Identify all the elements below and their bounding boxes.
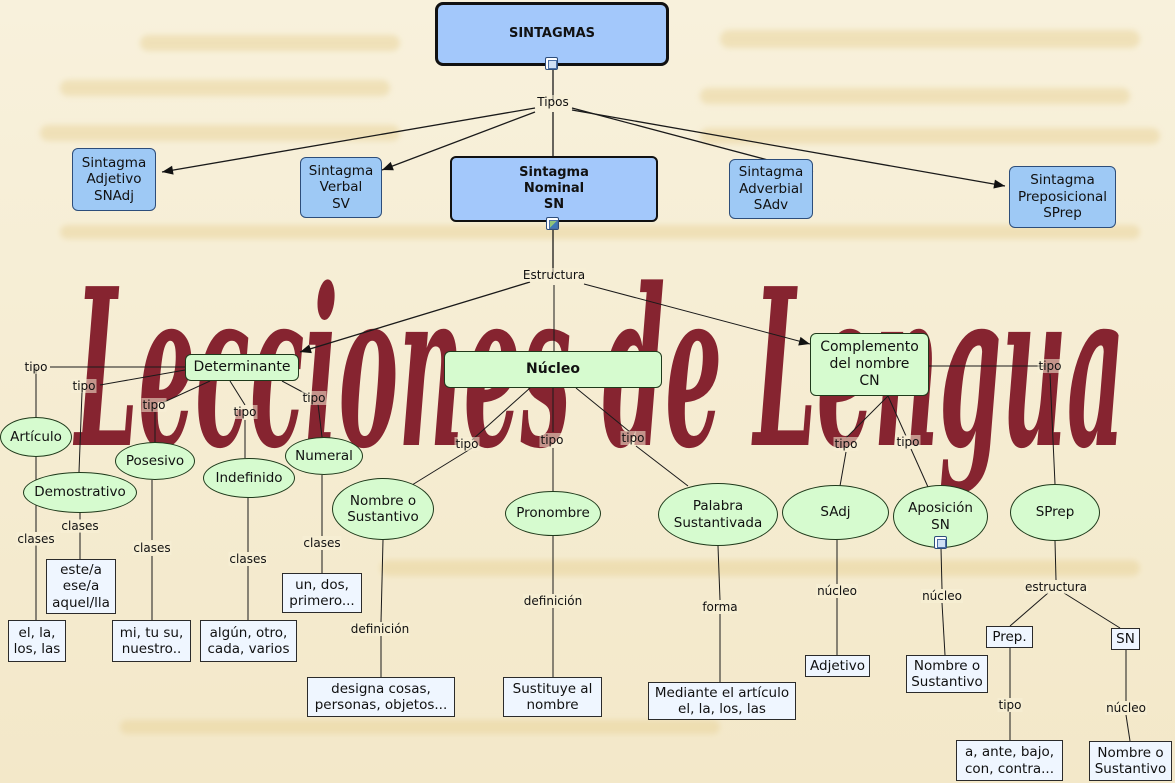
connector-line — [635, 445, 689, 487]
connector-line — [583, 283, 811, 345]
link-label: Tipos — [536, 95, 570, 109]
node-nombre[interactable]: Nombre o Sustantivo — [332, 478, 434, 540]
connector-line — [471, 387, 531, 441]
link-label: tipo — [539, 433, 565, 447]
node-prep[interactable]: Prep. — [986, 626, 1033, 648]
link-label: definición — [522, 594, 584, 608]
sn-resource-icon[interactable] — [546, 217, 559, 230]
node-demostrativo[interactable]: Demostrativo — [23, 472, 137, 513]
connector-line — [887, 395, 907, 437]
arrowhead — [993, 179, 1005, 189]
node-designa[interactable]: designa cosas, personas, objetos... — [307, 677, 455, 717]
link-label: tipo — [895, 435, 921, 449]
link-label: núcleo — [921, 589, 963, 603]
node-nombre3[interactable]: Nombre o Sustantivo — [1089, 741, 1172, 781]
node-sn2[interactable]: SN — [1111, 628, 1140, 650]
node-sv[interactable]: Sintagma Verbal SV — [300, 157, 382, 218]
link-label: tipo — [232, 405, 258, 419]
link-label: clases — [302, 536, 342, 550]
connector-line — [1063, 592, 1121, 629]
link-label: forma — [701, 600, 739, 614]
link-label: clases — [228, 552, 268, 566]
connector-line — [299, 281, 531, 353]
connector-line — [941, 602, 946, 656]
sintagmas-resource-icon[interactable] — [545, 57, 558, 70]
arrowhead — [798, 336, 810, 346]
node-palabra[interactable]: Palabra Sustantivada — [658, 483, 778, 546]
connector-line — [717, 545, 721, 601]
connector-line — [99, 369, 186, 386]
connector-line — [571, 109, 1006, 187]
arrowhead — [162, 165, 174, 175]
node-nombre2[interactable]: Nombre o Sustantivo — [906, 655, 988, 693]
node-este[interactable]: este/a ese/a aquel/lla — [46, 559, 116, 614]
node-determinante[interactable]: Determinante — [185, 354, 299, 381]
link-label: tipo — [71, 379, 97, 393]
link-label: tipo — [141, 398, 167, 412]
aposicion-resource-icon[interactable] — [934, 536, 947, 549]
link-label: tipo — [833, 437, 859, 451]
arrowhead — [382, 161, 394, 171]
connector-line — [317, 403, 323, 438]
connector-line — [940, 547, 943, 590]
node-adjetivo[interactable]: Adjetivo — [805, 655, 870, 677]
connector-line — [839, 451, 847, 487]
node-articulo[interactable]: Artículo — [0, 417, 72, 457]
connector-line — [1125, 714, 1131, 742]
connector-line — [910, 448, 929, 488]
link-label: tipo — [1037, 359, 1063, 373]
connector-line — [161, 107, 536, 173]
connector-line — [229, 380, 246, 406]
link-label: núcleo — [816, 584, 858, 598]
link-label: Estructura — [521, 268, 587, 282]
node-mi[interactable]: mi, tu su, nuestro.. — [112, 620, 191, 662]
link-label: clases — [16, 532, 56, 546]
link-label: definición — [349, 622, 411, 636]
arrowhead — [300, 344, 312, 354]
link-label: tipo — [997, 698, 1023, 712]
node-el[interactable]: el, la, los, las — [8, 620, 66, 662]
connector-line — [381, 111, 536, 171]
link-label: estructura — [1023, 580, 1089, 594]
node-sadj[interactable]: SAdj — [782, 485, 889, 540]
connector-line — [78, 391, 83, 473]
node-cn[interactable]: Complemento del nombre CN — [810, 333, 929, 396]
connector-line — [380, 539, 384, 623]
connector-line — [161, 380, 211, 404]
link-label: clases — [60, 519, 100, 533]
link-label: tipo — [23, 360, 49, 374]
connector-line — [845, 395, 889, 439]
node-snadj[interactable]: Sintagma Adjetivo SNAdj — [72, 148, 156, 211]
node-mediante[interactable]: Mediante el artículo el, la, los, las — [648, 682, 796, 720]
node-indefinido[interactable]: Indefinido — [203, 458, 295, 498]
node-pronombre[interactable]: Pronombre — [505, 491, 601, 536]
connector-line — [1009, 592, 1049, 627]
link-label: tipo — [620, 431, 646, 445]
node-a_ante[interactable]: a, ante, bajo, con, contra... — [956, 740, 1063, 781]
link-label: clases — [132, 541, 172, 555]
node-algun[interactable]: algún, otro, cada, varios — [200, 620, 297, 662]
node-posesivo[interactable]: Posesivo — [115, 442, 195, 480]
node-sustituye[interactable]: Sustituye al nombre — [503, 677, 602, 717]
node-sprep2[interactable]: SPrep — [1010, 484, 1100, 541]
link-label: tipo — [301, 391, 327, 405]
node-numeral[interactable]: Numeral — [285, 437, 363, 475]
node-nucleo[interactable]: Núcleo — [444, 351, 662, 388]
node-sprep[interactable]: Sintagma Preposicional SPrep — [1009, 166, 1116, 228]
node-sn[interactable]: Sintagma Nominal SN — [450, 156, 658, 222]
connector-line — [575, 387, 631, 433]
connector-line — [1054, 540, 1057, 581]
node-un[interactable]: un, dos, primero... — [282, 573, 362, 613]
connector-line — [411, 447, 473, 486]
link-label: núcleo — [1105, 701, 1147, 715]
link-label: tipo — [454, 437, 480, 451]
node-sadv[interactable]: Sintagma Adverbial SAdv — [729, 159, 813, 219]
connector-line — [1049, 373, 1056, 485]
